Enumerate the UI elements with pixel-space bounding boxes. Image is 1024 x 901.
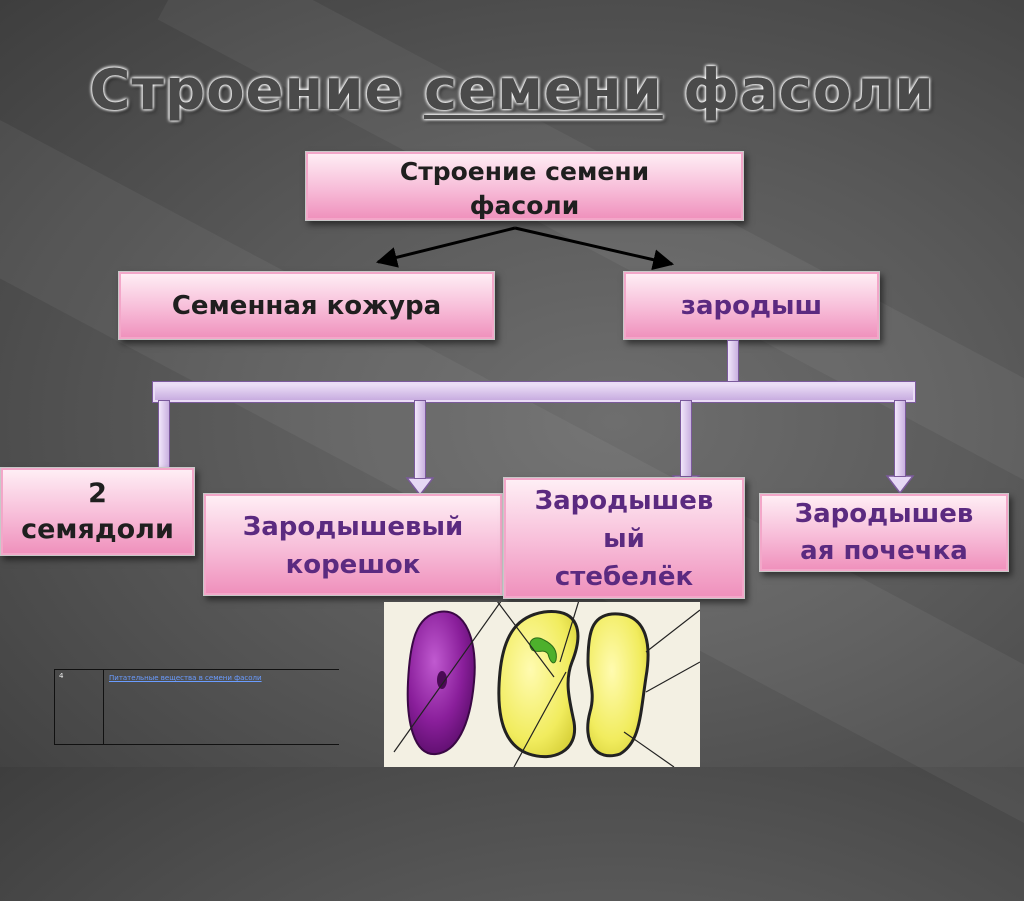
title-word-2: семени xyxy=(423,58,663,123)
table-link[interactable]: Питательные вещества в семени фасоли xyxy=(109,674,262,682)
connector-stem xyxy=(158,400,170,476)
embryonic-stem-line-2: ый xyxy=(603,524,645,554)
embryo-connector xyxy=(727,340,739,382)
embryo-label: зародыш xyxy=(680,291,823,321)
root-box: Строение семени фасоли xyxy=(305,151,744,221)
embryonic-root-box: Зародышевый корешок xyxy=(203,493,503,596)
connector-stem xyxy=(894,400,906,477)
connector-stem xyxy=(414,400,426,479)
embryonic-root-line-2: корешок xyxy=(285,550,421,580)
cotyledon-right xyxy=(586,612,650,758)
embryonic-root-line-1: Зародышевый xyxy=(242,512,464,542)
table-number-cell: 4 xyxy=(55,670,104,744)
bean-seed-illustration xyxy=(384,602,700,767)
root-line-2: фасоли xyxy=(469,191,580,220)
slide-title: Строение семени фасоли xyxy=(0,58,1024,123)
title-word-1: Строение xyxy=(89,58,404,123)
cotyledons-box: 2 семядоли xyxy=(0,467,195,556)
cotyledon-left xyxy=(497,610,580,759)
cotyledons-line-1: 2 xyxy=(88,478,107,509)
embryonic-bud-line-1: Зародышев xyxy=(794,499,974,529)
seed-coat-label: Семенная кожура xyxy=(171,291,442,321)
horizontal-connector xyxy=(152,381,916,403)
embryonic-bud-line-2: ая почечка xyxy=(800,536,968,566)
embryonic-bud-box: Зародышев ая почечка xyxy=(759,493,1009,572)
hilum xyxy=(437,671,447,689)
arrow-to-coat xyxy=(375,226,516,268)
embryo-sprout xyxy=(529,637,557,664)
embryonic-stem-line-3: стебелёк xyxy=(554,562,694,592)
embryonic-stem-box: Зародышев ый стебелёк xyxy=(503,477,745,599)
connector-stem xyxy=(680,400,692,477)
root-line-1: Строение семени xyxy=(399,157,650,186)
embedded-table: 4 Питательные вещества в семени фасоли xyxy=(54,669,339,745)
cotyledons-line-2: семядоли xyxy=(21,514,174,545)
embryo-box: зародыш xyxy=(623,271,880,340)
down-arrowhead xyxy=(885,475,915,495)
title-word-3: фасоли xyxy=(683,58,935,123)
seed-coat-box: Семенная кожура xyxy=(118,271,495,340)
table-number: 4 xyxy=(59,672,64,680)
embryonic-stem-line-1: Зародышев xyxy=(534,486,714,516)
